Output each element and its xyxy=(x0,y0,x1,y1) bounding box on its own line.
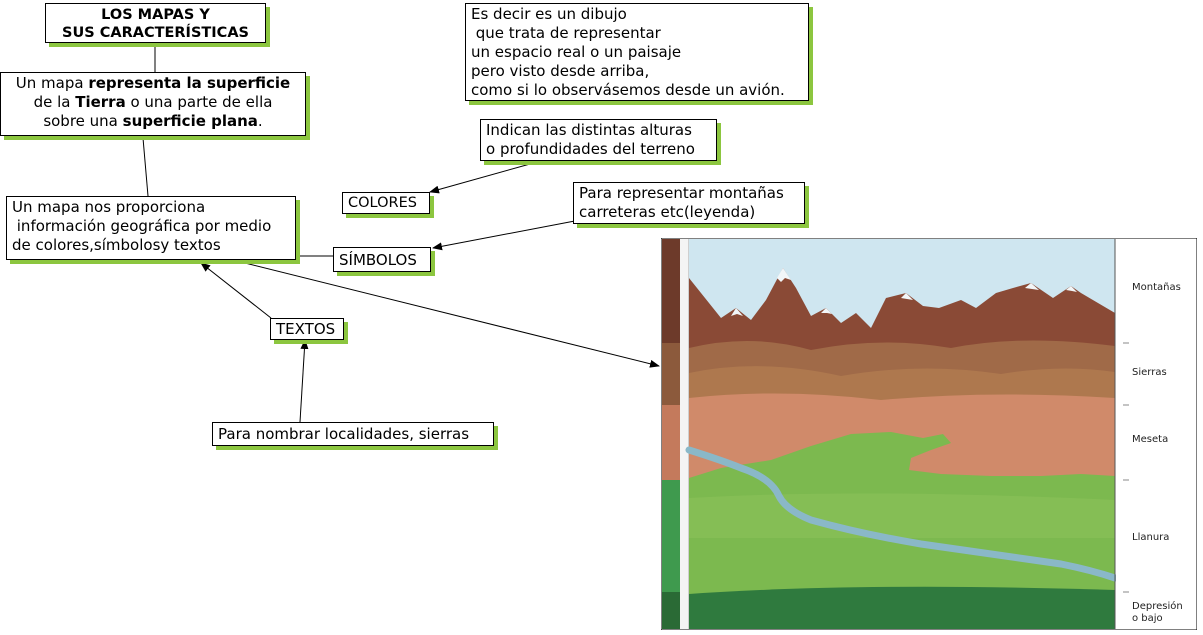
symbols-note-line: carreteras etc(leyenda) xyxy=(579,203,756,221)
symbols-note-line: Para representar montañas xyxy=(579,184,784,202)
definition-line-1: Un mapa representa la superficie xyxy=(15,74,291,92)
band-meseta xyxy=(662,405,680,480)
simbolos-label: SÍMBOLOS xyxy=(339,251,417,269)
colores-label: COLORES xyxy=(348,195,417,211)
title-line-2: SUS CARACTERÍSTICAS xyxy=(62,25,249,41)
explanation-line: como si lo observásemos desde un avión. xyxy=(471,81,785,99)
relief-illustration: Montañas Sierras Meseta Llanura Depresió… xyxy=(661,238,1197,630)
texts-note: Para nombrar localidades, sierras xyxy=(218,425,470,443)
simbolos-label-box: SÍMBOLOS xyxy=(333,247,431,272)
legend-o-bajo: o bajo xyxy=(1132,613,1163,624)
heights-note-line: o profundidades del terreno xyxy=(486,140,695,158)
title-box: LOS MAPAS Y SUS CARACTERÍSTICAS xyxy=(45,3,266,43)
textos-label: TEXTOS xyxy=(276,320,336,338)
band-sierras xyxy=(662,343,680,405)
symbols-note-box: Para representar montañas carreteras etc… xyxy=(573,182,805,224)
info-line: de colores,símbolosy textos xyxy=(12,236,221,254)
info-line: Un mapa nos proporciona xyxy=(12,198,206,216)
arrow-to-illustration xyxy=(244,262,660,368)
textos-label-box: TEXTOS xyxy=(270,318,344,340)
arrow-to-simbolos xyxy=(432,219,581,251)
river xyxy=(685,446,1119,582)
legend-meseta: Meseta xyxy=(1132,434,1169,445)
arrow-note-to-textos xyxy=(299,339,309,423)
definition-line-2: de la Tierra o una parte de ella xyxy=(33,93,273,111)
heights-note-box: Indican las distintas alturas o profundi… xyxy=(480,119,717,161)
legend-sierras: Sierras xyxy=(1132,367,1167,378)
explanation-line: un espacio real o un paisaje xyxy=(471,43,682,61)
band-depresion xyxy=(662,592,680,629)
relief-illustration-svg xyxy=(661,238,1197,630)
explanation-line: Es decir es un dibujo xyxy=(471,5,627,23)
explanation-line: pero visto desde arriba, xyxy=(471,62,650,80)
band-montanas xyxy=(662,239,680,343)
line-definition-to-info xyxy=(142,137,149,197)
info-line: información geográfica por medio xyxy=(12,217,272,235)
colores-label-box: COLORES xyxy=(342,192,430,214)
legend-depresion: Depresión xyxy=(1132,601,1183,612)
arrow-textos-to-info xyxy=(200,262,272,319)
heights-note-line: Indican las distintas alturas xyxy=(486,121,692,139)
explanation-box: Es decir es un dibujo que trata de repre… xyxy=(465,3,809,101)
arrow-to-colores xyxy=(429,163,531,194)
legend-montanas: Montañas xyxy=(1132,282,1181,293)
title-line-1: LOS MAPAS Y xyxy=(101,7,210,23)
legend-llanura: Llanura xyxy=(1132,532,1170,543)
info-box: Un mapa nos proporciona información geog… xyxy=(6,196,296,260)
band-llanura xyxy=(662,480,680,592)
explanation-line: que trata de representar xyxy=(471,24,661,42)
definition-line-3: sobre una superficie plana. xyxy=(43,112,263,130)
texts-note-box: Para nombrar localidades, sierras xyxy=(212,422,494,446)
definition-box: Un mapa representa la superficie de la T… xyxy=(0,72,306,136)
depresion-layer xyxy=(689,586,1115,629)
